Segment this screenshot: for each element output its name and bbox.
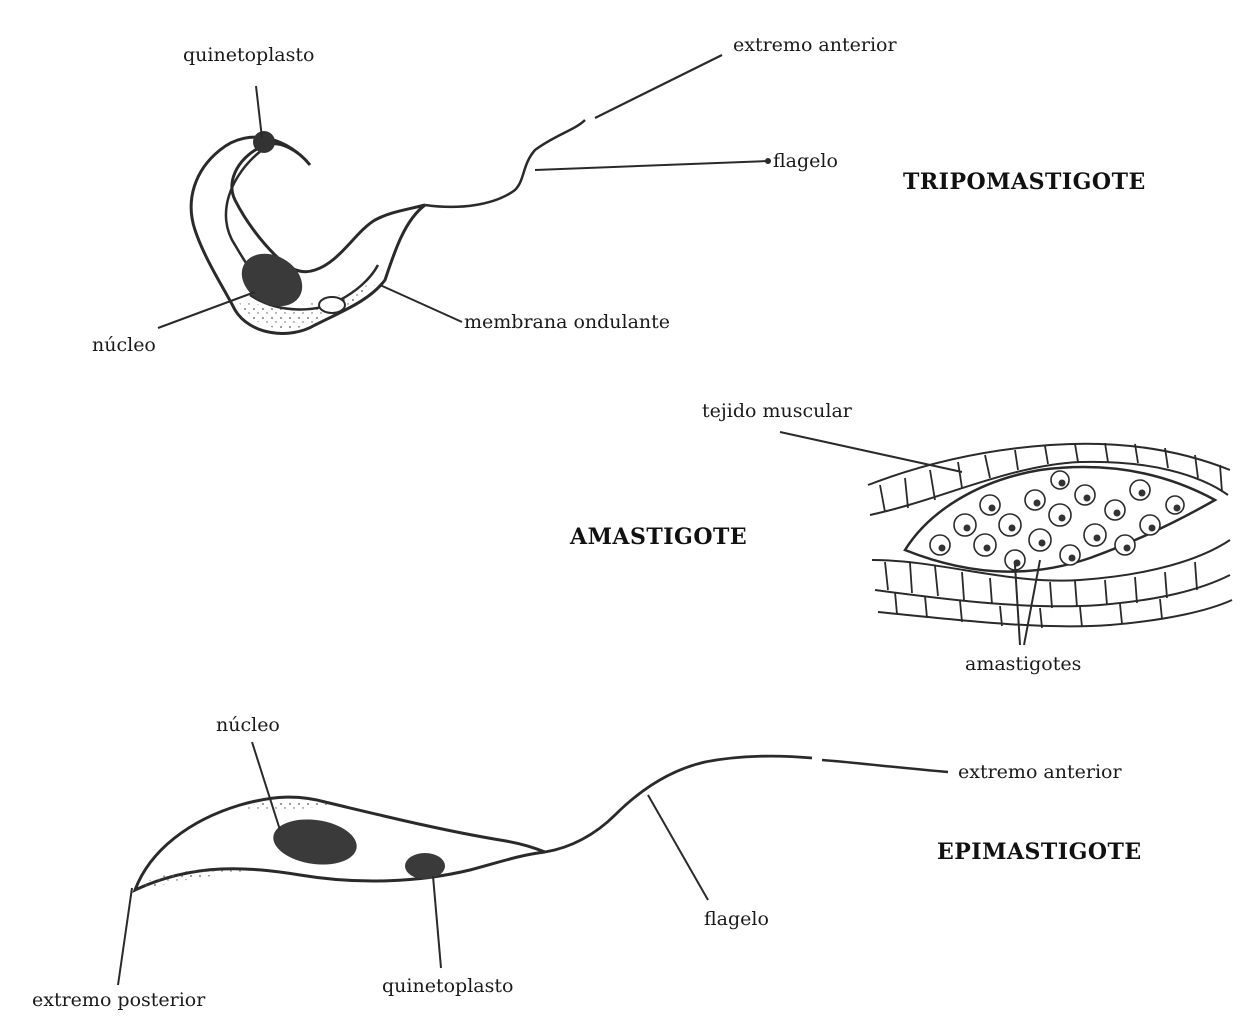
tripomastigote-quinetoplasto-shape [253,131,275,153]
label-tripo-nucleo: núcleo [92,336,156,355]
title-amastigote: AMASTIGOTE [570,526,747,548]
label-amastigotes: amastigotes [965,655,1081,674]
label-tripo-quinetoplasto: quinetoplasto [183,46,314,65]
amastigote-figure [780,432,1232,645]
flagellum-tip [595,55,722,118]
label-epi-flagelo: flagelo [704,910,769,929]
label-epi-quinetoplasto: quinetoplasto [382,977,513,996]
label-membrana-ondulante: membrana ondulante [464,313,670,332]
leader-membrana [380,285,462,322]
label-extremo-posterior: extremo posterior [32,991,205,1010]
leader-flagelo [535,161,768,170]
title-tripomastigote: TRIPOMASTIGOTE [903,171,1146,193]
label-tripo-extremo-anterior: extremo anterior [733,36,897,55]
tripomastigote-flagellum [425,120,585,207]
leader-tejido [780,432,962,472]
label-tejido-muscular: tejido muscular [702,402,852,421]
title-epimastigote: EPIMASTIGOTE [937,841,1142,863]
tripomastigote-figure [158,55,771,333]
epimastigote-figure [118,742,948,985]
label-tripo-flagelo: flagelo [773,152,838,171]
label-epi-nucleo: núcleo [216,716,280,735]
label-epi-extremo-anterior: extremo anterior [958,763,1122,782]
leader-epi-flagelo [648,795,708,900]
epimastigote-flagellum-tip [822,760,948,772]
epimastigote-quinetoplasto-shape [405,853,445,879]
leader-epi-quinetoplasto [433,876,441,968]
leader-quinetoplasto [256,86,262,138]
epimastigote-flagellum [545,756,812,852]
vacuole [319,297,345,313]
leader-amastigotes-2 [1024,560,1040,645]
leader-extremo-posterior [118,888,132,985]
